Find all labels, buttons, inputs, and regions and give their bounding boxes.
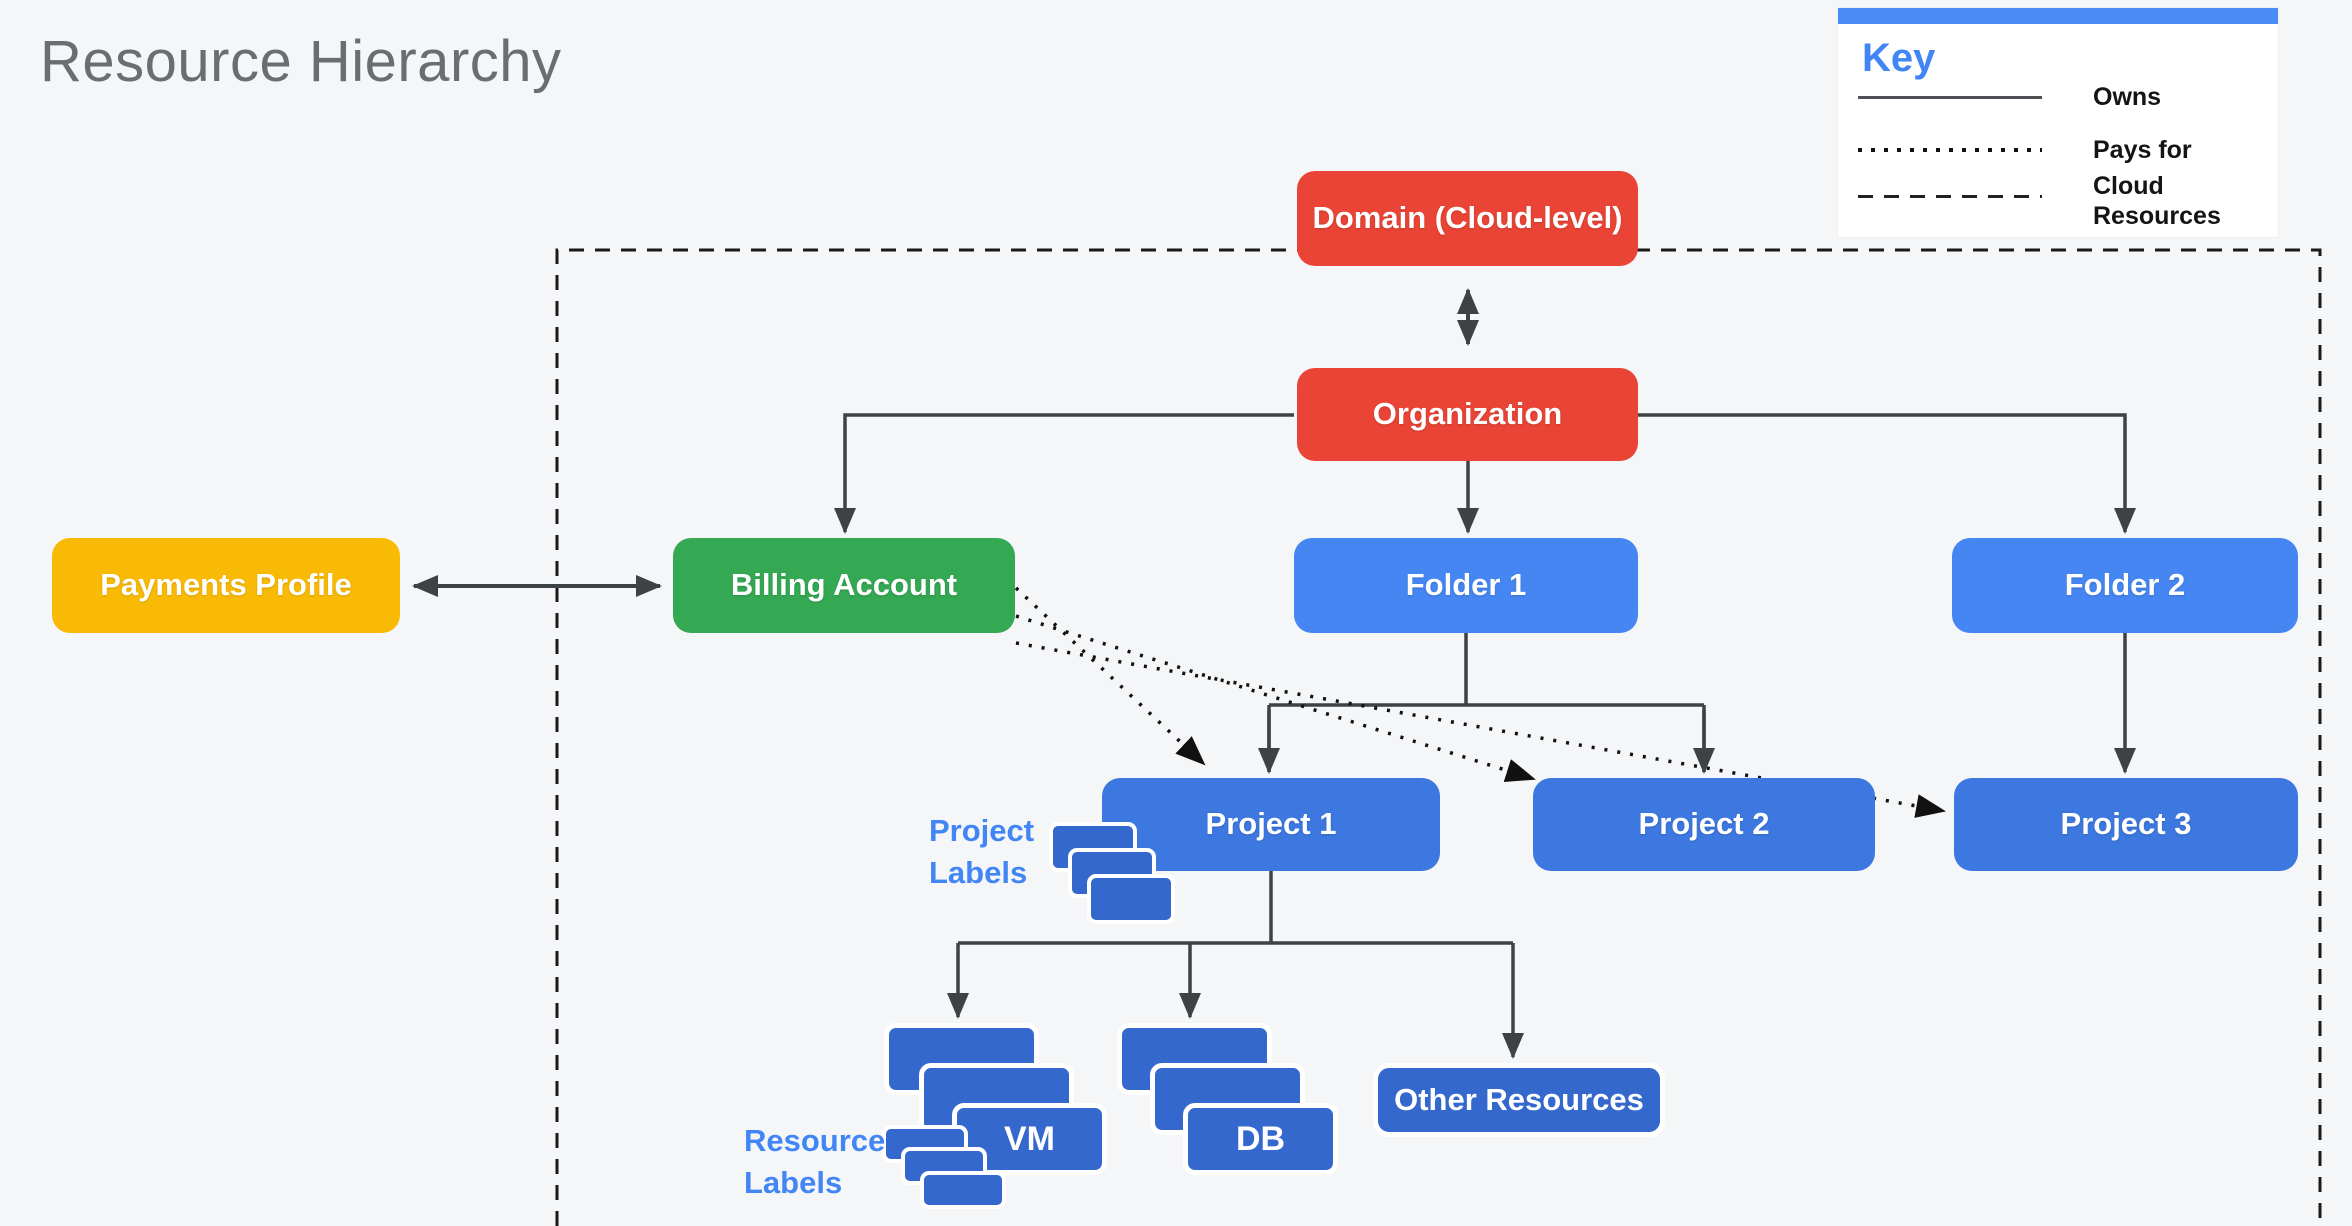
node-folder-2[interactable]: Folder 2 xyxy=(1952,538,2298,633)
edge-billing-project2-paysfor xyxy=(1015,614,1536,783)
node-organization[interactable]: Organization xyxy=(1297,368,1638,461)
legend-solid-line-sample xyxy=(1858,96,2042,99)
node-project-1[interactable]: Project 1 xyxy=(1102,778,1440,871)
edge-project1-split xyxy=(958,871,1513,945)
legend-label-owns: Owns xyxy=(2093,83,2162,111)
legend-title: Key xyxy=(1862,36,1936,80)
node-domain[interactable]: Domain (Cloud-level) xyxy=(1297,171,1638,266)
legend: Key Owns Pays for Cloud Resources xyxy=(1838,8,2278,237)
legend-label-cloud-resources: Cloud Resources xyxy=(2093,172,2221,230)
edge-organization-folder2 xyxy=(1638,413,2136,534)
node-project-3[interactable]: Project 3 xyxy=(1954,778,2298,871)
node-billing-account[interactable]: Billing Account xyxy=(673,538,1015,633)
resource-label-card xyxy=(920,1171,1006,1209)
project-labels-caption: Project Labels xyxy=(929,813,1035,890)
node-folder-1[interactable]: Folder 1 xyxy=(1294,538,1638,633)
node-other-resources[interactable]: Other Resources xyxy=(1373,1063,1665,1137)
page-title: Resource Hierarchy xyxy=(40,29,562,94)
node-payments-profile[interactable]: Payments Profile xyxy=(52,538,400,633)
legend-dotted-line-sample xyxy=(1858,148,2042,152)
project-label-card xyxy=(1087,874,1175,924)
node-db[interactable]: DB xyxy=(1183,1103,1338,1175)
legend-label-pays-for: Pays for xyxy=(2093,136,2192,164)
resource-labels-caption: Resource Labels xyxy=(744,1123,886,1200)
edge-billing-project3-paysfor xyxy=(1015,641,1946,818)
legend-top-bar xyxy=(1838,8,2278,24)
edge-folder1-split xyxy=(1267,633,1706,772)
node-project-2[interactable]: Project 2 xyxy=(1533,778,1875,871)
edge-organization-billing xyxy=(834,413,1294,534)
legend-dashed-line-sample xyxy=(1858,195,2042,198)
edge-billing-project1-paysfor xyxy=(1014,586,1206,766)
